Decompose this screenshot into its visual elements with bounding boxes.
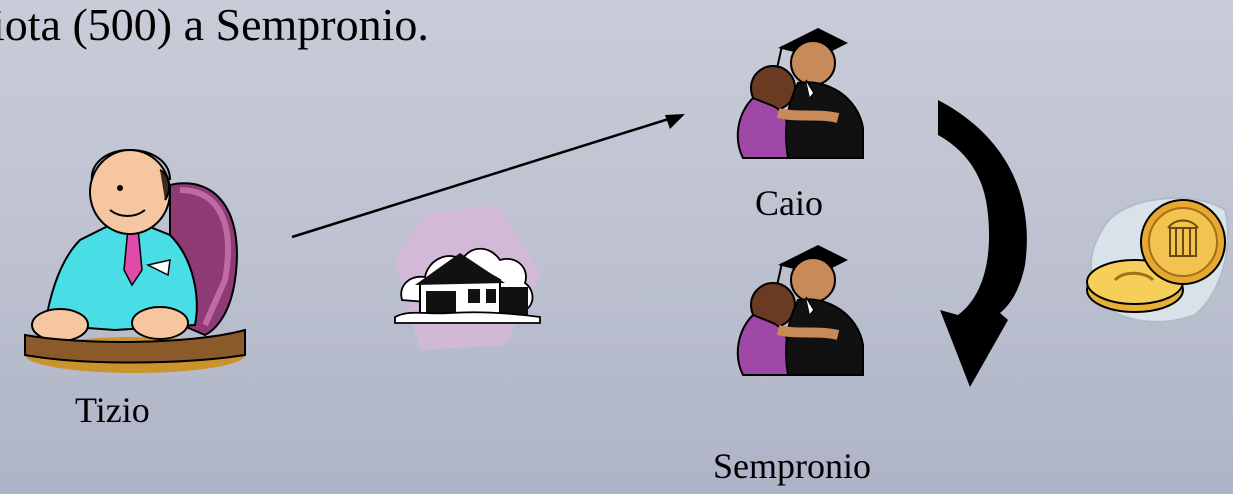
slide-title: iota (500) a Sempronio. [0,0,429,50]
sempronio-clipart [718,235,873,380]
sempronio-label: Sempronio [713,446,871,486]
caio-clipart [718,18,873,163]
coins-clipart [1075,180,1233,340]
tizio-clipart [20,130,250,380]
transfer-arrow-icon [291,114,685,239]
caio-label: Caio [755,183,823,223]
tizio-label: Tizio [75,390,150,430]
curved-arrow-icon [938,100,1027,387]
house-clipart [390,205,545,355]
